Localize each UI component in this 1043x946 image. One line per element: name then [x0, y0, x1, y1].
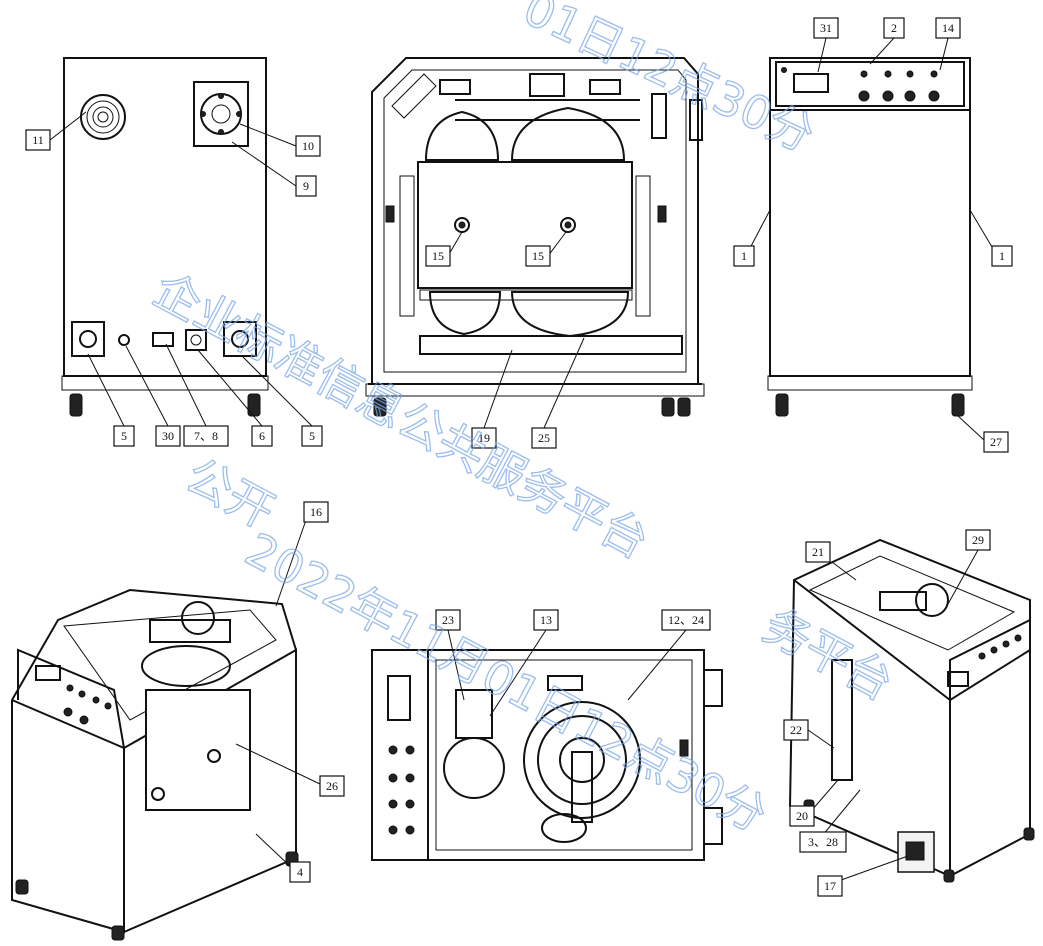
callout-21: 21 [805, 541, 831, 563]
svg-text:22: 22 [790, 723, 802, 737]
top-view [371, 649, 723, 861]
callout-3-28: 3、28 [799, 831, 847, 853]
callout-20: 20 [789, 805, 815, 827]
svg-text:25: 25 [538, 431, 550, 445]
callout-15-right: 15 [525, 245, 551, 267]
svg-text:4: 4 [297, 865, 303, 879]
callout-15-left: 15 [425, 245, 451, 267]
svg-text:1: 1 [999, 249, 1005, 263]
svg-text:20: 20 [796, 809, 808, 823]
callout-10: 10 [295, 135, 321, 157]
front-interior-view [365, 57, 705, 417]
svg-text:21: 21 [812, 545, 824, 559]
svg-text:14: 14 [942, 21, 954, 35]
callout-16: 16 [303, 501, 329, 523]
svg-text:31: 31 [820, 21, 832, 35]
callout-1-left: 1 [733, 245, 755, 267]
svg-text:3、28: 3、28 [808, 835, 838, 849]
svg-text:13: 13 [540, 613, 552, 627]
callout-17: 17 [817, 875, 843, 897]
callout-29: 29 [965, 529, 991, 551]
callout-7-8: 7、8 [183, 425, 229, 447]
callout-4: 4 [289, 861, 311, 883]
callout-9: 9 [295, 175, 317, 197]
callout-13: 13 [533, 609, 559, 631]
callout-1-right: 1 [991, 245, 1013, 267]
svg-text:16: 16 [310, 505, 322, 519]
callout-25: 25 [531, 427, 557, 449]
callout-2: 2 [883, 17, 905, 39]
callout-23: 23 [435, 609, 461, 631]
rear-view [61, 57, 269, 417]
svg-text:11: 11 [32, 133, 44, 147]
svg-text:26: 26 [326, 779, 338, 793]
front-view [767, 57, 973, 417]
svg-text:10: 10 [302, 139, 314, 153]
callout-30: 30 [155, 425, 181, 447]
svg-text:7、8: 7、8 [194, 429, 218, 443]
svg-text:9: 9 [303, 179, 309, 193]
callout-12-24: 12、24 [661, 609, 711, 631]
svg-text:15: 15 [432, 249, 444, 263]
callout-27: 27 [983, 431, 1009, 453]
callout-14: 14 [935, 17, 961, 39]
svg-text:29: 29 [972, 533, 984, 547]
callout-5-right: 5 [301, 425, 323, 447]
callout-19: 19 [471, 427, 497, 449]
callout-6: 6 [251, 425, 273, 447]
svg-text:5: 5 [309, 429, 315, 443]
svg-text:5: 5 [121, 429, 127, 443]
leader-lines [49, 37, 996, 885]
isometric-view-left [11, 588, 299, 941]
callout-5-left: 5 [113, 425, 135, 447]
callout-22: 22 [783, 719, 809, 741]
svg-text:2: 2 [891, 21, 897, 35]
svg-text:15: 15 [532, 249, 544, 263]
svg-text:19: 19 [478, 431, 490, 445]
callout-26: 26 [319, 775, 345, 797]
svg-text:12、24: 12、24 [668, 613, 704, 627]
svg-text:17: 17 [824, 879, 836, 893]
svg-text:6: 6 [259, 429, 265, 443]
callout-31: 31 [813, 17, 839, 39]
svg-text:27: 27 [990, 435, 1002, 449]
callout-11: 11 [25, 129, 51, 151]
isometric-view-right [788, 538, 1035, 883]
svg-text:30: 30 [162, 429, 174, 443]
watermark-line-5: 务平台 [755, 598, 902, 710]
svg-text:23: 23 [442, 613, 454, 627]
watermark-line-2: 企业标准信息公共服务平台 [145, 262, 658, 569]
svg-text:1: 1 [741, 249, 747, 263]
